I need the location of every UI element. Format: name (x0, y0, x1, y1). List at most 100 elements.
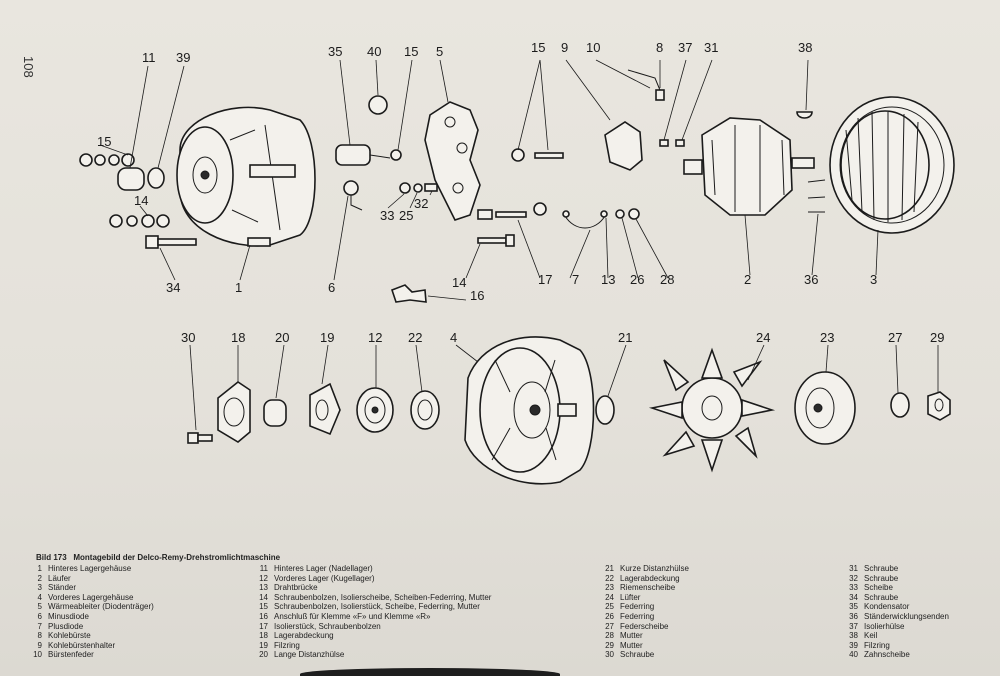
callout-38: 38 (798, 40, 812, 55)
part-27-spring-washer (890, 392, 910, 418)
part-19-felt-ring (309, 382, 341, 436)
callout-22: 22 (408, 330, 422, 345)
part-8-carbon-brush (655, 89, 665, 101)
legend-item: 21 Kurze Distanzhülse (602, 564, 689, 574)
part-1-rear-housing (176, 106, 316, 247)
legend-item-number: 20 (259, 650, 268, 660)
callout-13: 13 (601, 272, 615, 287)
legend-item-number: 18 (259, 631, 268, 641)
leader-lines-upper (99, 59, 879, 301)
callout-36: 36 (804, 272, 818, 287)
exploded-view-drawing: 11 39 15 14 34 1 35 40 15 5 6 33 25 32 1… (79, 40, 955, 485)
part-4-front-housing (464, 336, 595, 485)
legend-item-text: Ständer (48, 583, 77, 593)
legend-item-number: 31 (849, 564, 858, 573)
legend-item-text: Ständerwicklungsenden (864, 611, 949, 621)
legend-item-text: Lagerabdeckung (620, 573, 680, 583)
legend-item: 4 Vorderes Lagergehäuse (28, 593, 154, 603)
legend-item-text: Kurze Distanzhülse (620, 564, 689, 573)
callout-12: 12 (368, 330, 382, 345)
page-shadow (300, 668, 560, 676)
callout-3: 3 (870, 272, 877, 287)
legend-item-number: 38 (849, 631, 858, 641)
leader-lines-lower (189, 344, 939, 431)
legend-item-text: Filzring (274, 640, 300, 650)
part-16-terminal (390, 284, 427, 303)
part-13-wire-bridge (564, 215, 606, 229)
callout-27: 27 (888, 330, 902, 345)
callout-26: 26 (630, 272, 644, 287)
callout-28: 28 (660, 272, 674, 287)
legend-item-text: Filzring (864, 640, 890, 650)
legend-item-text: Wärmeableiter (Diodenträger) (48, 602, 154, 612)
legend-item-text: Isolierstück, Schraubenbolzen (274, 621, 381, 631)
legend-item-text: Anschluß für Klemme «F» und Klemme «R» (274, 611, 431, 621)
legend-item-number: 3 (37, 583, 42, 593)
callout-21: 21 (618, 330, 632, 345)
callout-30: 30 (181, 330, 195, 345)
callout-17: 17 (538, 272, 552, 287)
part-13-end (600, 210, 608, 218)
callout-7: 7 (572, 272, 579, 287)
legend-item-text: Lange Distanzhülse (274, 650, 345, 660)
legend-item-number: 8 (37, 631, 42, 641)
legend-item-number: 2 (37, 573, 42, 583)
callout-33: 33 (380, 208, 394, 223)
legend-item: 17 Isolierstück, Schraubenbolzen (256, 622, 491, 632)
legend-item: 14 Schraubenbolzen, Isolierscheibe, Schei… (256, 593, 491, 603)
part-40-tooth-washer (368, 95, 388, 115)
callout-15: 15 (404, 44, 418, 59)
legend-item-text: Drahtbrücke (274, 583, 318, 593)
legend-item: 37 Isolierhülse (846, 622, 949, 632)
callout-20: 20 (275, 330, 289, 345)
legend-item-text: Riemenscheibe (620, 583, 676, 593)
legend-item-number: 14 (259, 592, 268, 602)
legend-item-number: 37 (849, 621, 858, 631)
part-14-bolt-lower (477, 234, 515, 247)
legend-item-number: 6 (37, 611, 42, 621)
callout-24: 24 (756, 330, 770, 345)
figure-title: Montagebild der Delco-Remy-Drehstromlich… (73, 553, 281, 562)
figure-caption: Bild 173 Montagebild der Delco-Remy-Dreh… (36, 553, 280, 562)
legend-item-number: 4 (37, 592, 42, 602)
legend-item-text: Isolierhülse (864, 621, 905, 631)
part-30-screw (187, 432, 213, 444)
legend-item-number: 21 (605, 564, 614, 573)
legend-item-number: 13 (259, 583, 268, 593)
callout-34: 34 (166, 280, 180, 295)
part-2-rotor (683, 117, 815, 216)
legend-item-text: Schraubenbolzen, Isolierscheibe, Scheibe… (274, 592, 492, 602)
legend-item-text: Vorderes Lagergehäuse (48, 592, 134, 602)
legend-item-number: 22 (605, 573, 614, 583)
part-11-needle-bearing (117, 167, 145, 191)
legend-item-text: Schraube (620, 650, 655, 660)
legend-item-number: 34 (849, 592, 858, 602)
legend-item-number: 7 (37, 621, 42, 631)
legend-item-text: Federscheibe (620, 621, 669, 631)
legend-item-text: Plusdiode (48, 621, 84, 631)
legend-item-text: Schraube (864, 564, 899, 573)
legend-item-text: Federring (620, 611, 655, 621)
part-15-washer (390, 149, 402, 161)
legend-item-number: 33 (849, 583, 858, 593)
legend-item-text: Minusdiode (48, 611, 89, 621)
legend-item-number: 17 (259, 621, 268, 631)
part-15-hardware-left (79, 153, 135, 167)
